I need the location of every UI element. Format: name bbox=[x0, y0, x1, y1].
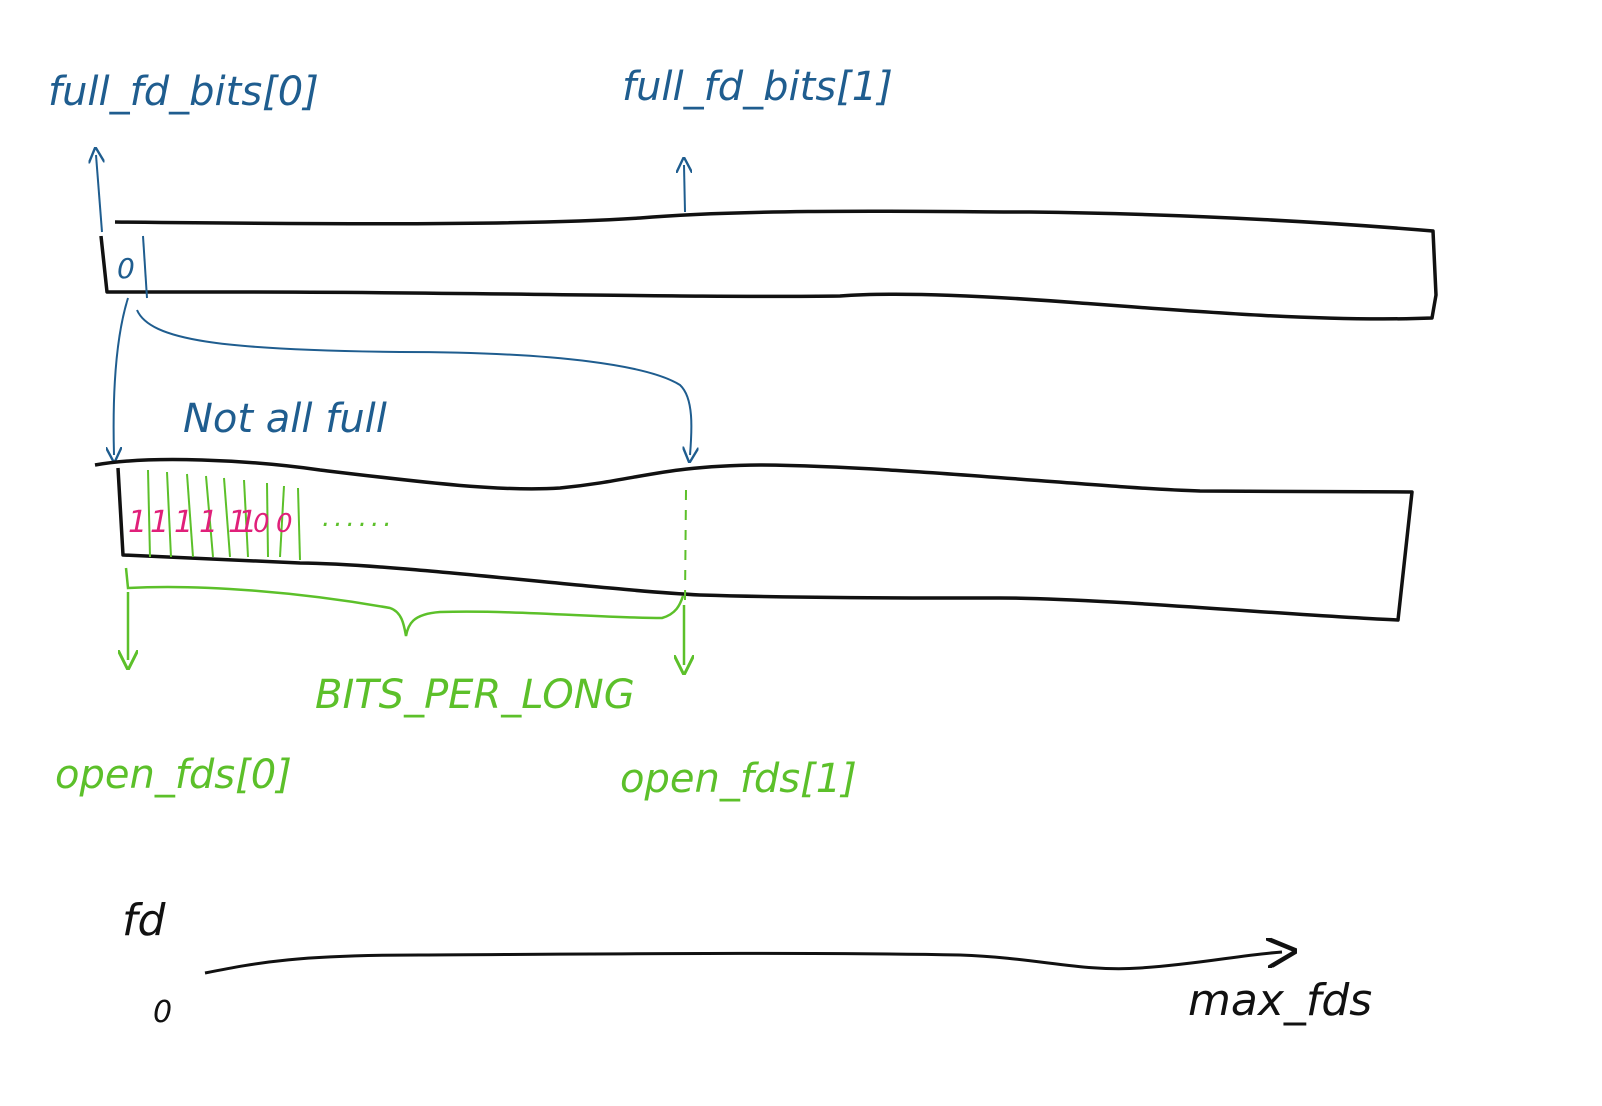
open-fds-1-boundary bbox=[684, 489, 687, 601]
open-fds-bit: 1 bbox=[238, 505, 257, 540]
open-fds-bits: 1 1 1 1 1 1 0 0 bbox=[128, 505, 293, 540]
full-fd-bits-0-label: full_fd_bits[0] bbox=[48, 69, 319, 115]
not-all-full-label: Not all full bbox=[183, 396, 387, 442]
open-fds-array bbox=[94, 457, 1414, 622]
max-fds-label: max_fds bbox=[1188, 975, 1372, 1026]
open-fds-0-label: open_fds[0] bbox=[55, 752, 292, 798]
open-fds-bit: 0 bbox=[253, 509, 270, 539]
open-fds-bit-dividers bbox=[147, 469, 301, 561]
open-fds-ellipsis: ...... bbox=[322, 503, 396, 533]
full-fd-bits-1-pointer-arrow bbox=[684, 165, 685, 213]
open-fds-bit: 1 bbox=[128, 505, 147, 540]
bits-per-long-label: BITS_PER_LONG bbox=[315, 672, 635, 718]
fd-axis-origin: 0 bbox=[153, 995, 172, 1030]
bits-per-long-brace bbox=[124, 567, 685, 637]
open-fds-bit: 0 bbox=[276, 509, 293, 539]
full-fd-bits-cell-0: 0 bbox=[117, 252, 135, 285]
open-fds-bit: 1 bbox=[228, 505, 247, 540]
full-fd-bits-cell-divider bbox=[142, 235, 148, 299]
full-fd-bits-1-label: full_fd_bits[1] bbox=[622, 64, 893, 110]
fd-axis-arrow bbox=[204, 952, 1282, 975]
open-fds-bit: 1 bbox=[174, 505, 193, 540]
full-fd-bits-array bbox=[99, 209, 1438, 321]
bit-0-range-to-open-fds-1-arrow bbox=[136, 309, 691, 455]
open-fds-1-label: open_fds[1] bbox=[620, 756, 857, 802]
fd-axis-label: fd bbox=[122, 895, 166, 946]
open-fds-bit: 1 bbox=[199, 505, 218, 540]
open-fds-bit: 1 bbox=[150, 505, 169, 540]
full-fd-bits-0-pointer-arrow bbox=[96, 155, 102, 233]
bit-0-to-open-fds-0-arrow bbox=[114, 297, 129, 455]
